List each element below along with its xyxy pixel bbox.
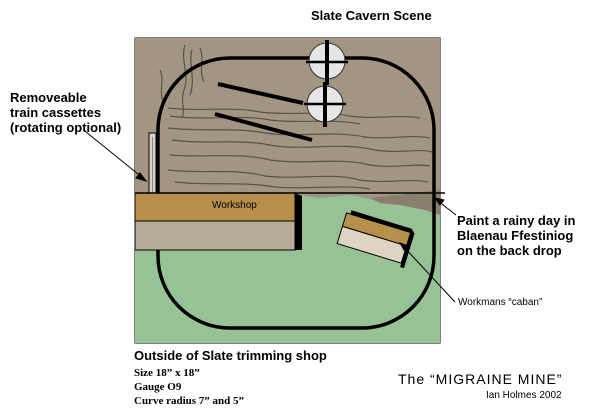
leader-lines [85,131,457,303]
cassettes-label-1: Removeable [10,90,87,105]
turntable-upper [306,40,348,85]
spur-siding-lower [214,112,313,142]
author-credit: Ian Holmes 2002 [486,390,562,401]
train-cassette-1-detail [152,137,153,225]
curve-spec: Curve radius 7” and 5” [134,395,245,407]
cassettes-label-2: train cassettes [10,105,102,120]
gauge-spec: Gauge O9 [134,381,182,393]
workmans-caban [336,210,415,269]
slate-cavern-area [135,38,440,200]
workshop-side [295,193,302,250]
size-spec: Size 18” x 18” [134,367,200,379]
spur-siding-upper [217,82,304,105]
slate-strata [159,44,433,190]
backdrop-label-1: Paint a rainy day in [457,213,576,228]
caban-label: Workmans “caban” [458,297,543,308]
cassettes-label-3: (rotating optional) [10,120,122,135]
workshop-label: Workshop [212,200,257,211]
backdrop-label-3: on the back drop [457,243,562,258]
outside-label: Outside of Slate trimming shop [134,348,327,363]
layout-title: The “MIGRAINE MINE” [398,371,563,387]
turntable-lower [304,82,346,127]
backdrop-label-2: Blaenau Ffestiniog [457,228,574,243]
backdrop-rock [370,190,440,215]
scene-title: Slate Cavern Scene [311,8,432,23]
workshop-wall [134,220,296,251]
